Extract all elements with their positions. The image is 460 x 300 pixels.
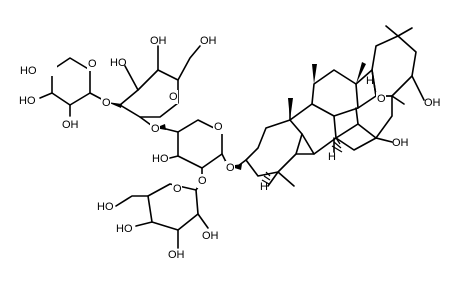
label-o-gal-ring: O — [169, 91, 178, 103]
label-oh-glc-2: OH — [202, 230, 219, 242]
label-ho-xyl-4: HO — [20, 65, 37, 77]
bond-lines — [39, 25, 425, 249]
label-o-xyl-ring: O — [88, 58, 97, 70]
label-oh-gal-6: OH — [200, 35, 217, 47]
label-o-gal-ara-link: O — [151, 123, 160, 135]
label-h-c18: H — [366, 75, 374, 87]
label-oh-glc-3: OH — [168, 249, 185, 261]
label-o-xyl-gal-link: O — [102, 97, 111, 109]
label-ho-gal-4: HO — [110, 57, 127, 69]
label-oh-c21: OH — [424, 97, 441, 109]
label-ho-ara-3: HO — [152, 153, 169, 165]
label-o-epoxy-bridge: O — [377, 93, 386, 105]
label-oh-c16: OH — [392, 137, 409, 149]
label-ho-glc-6: HO — [97, 201, 114, 213]
atom-labels: HO HO O OH O HO OH OH O O O HO O O O HO … — [19, 35, 441, 261]
hashed-bonds — [261, 137, 343, 185]
label-oh-gal-3: OH — [150, 35, 167, 47]
label-oh-xyl-2: OH — [62, 119, 79, 131]
label-h-c5: H — [260, 181, 268, 193]
label-o-ara-glc-link: O — [198, 175, 207, 187]
label-o-ara-ring: O — [214, 121, 223, 133]
label-ho-glc-4: HO — [116, 223, 133, 235]
label-h-c9: H — [328, 151, 336, 163]
label-o-glc-ring: O — [173, 183, 182, 195]
label-o-aglycone-link: O — [226, 162, 235, 174]
label-ho-xyl-3: HO — [19, 95, 36, 107]
